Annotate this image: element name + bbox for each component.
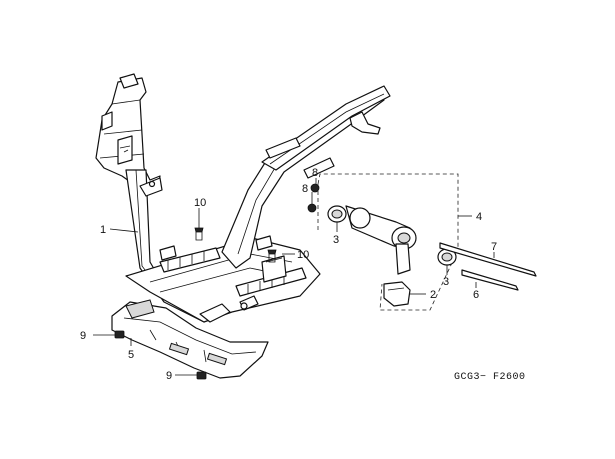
callout-6: 6 (473, 289, 479, 301)
clip-nut-9a (114, 330, 125, 339)
callout-3-left: 3 (333, 234, 339, 246)
callout-labels: 1 10 10 9 5 9 8 8 3 3 4 2 6 7 (80, 167, 497, 382)
callout-4: 4 (476, 211, 482, 223)
bolt-10-rear (267, 249, 277, 263)
callout-1: 1 (100, 224, 106, 236)
callout-7: 7 (491, 241, 497, 253)
bolt-10-front (194, 227, 204, 241)
callout-10-rear: 10 (297, 249, 309, 261)
drawing-code: GCG3− F2600 (454, 372, 526, 383)
callout-8-upper: 8 (312, 167, 318, 179)
callout-2: 2 (430, 289, 436, 301)
callout-9-front: 9 (80, 330, 86, 342)
frame-body (95, 73, 391, 323)
callout-5: 5 (128, 349, 134, 361)
callout-9-rear: 9 (166, 370, 172, 382)
leader-lines (93, 178, 495, 376)
callout-3-right: 3 (443, 276, 449, 288)
engine-hanger-assembly (307, 173, 537, 311)
callout-10-front: 10 (194, 197, 206, 209)
under-cover (111, 299, 269, 379)
clip-nut-9b (196, 371, 207, 380)
callout-8-lower: 8 (302, 183, 308, 195)
